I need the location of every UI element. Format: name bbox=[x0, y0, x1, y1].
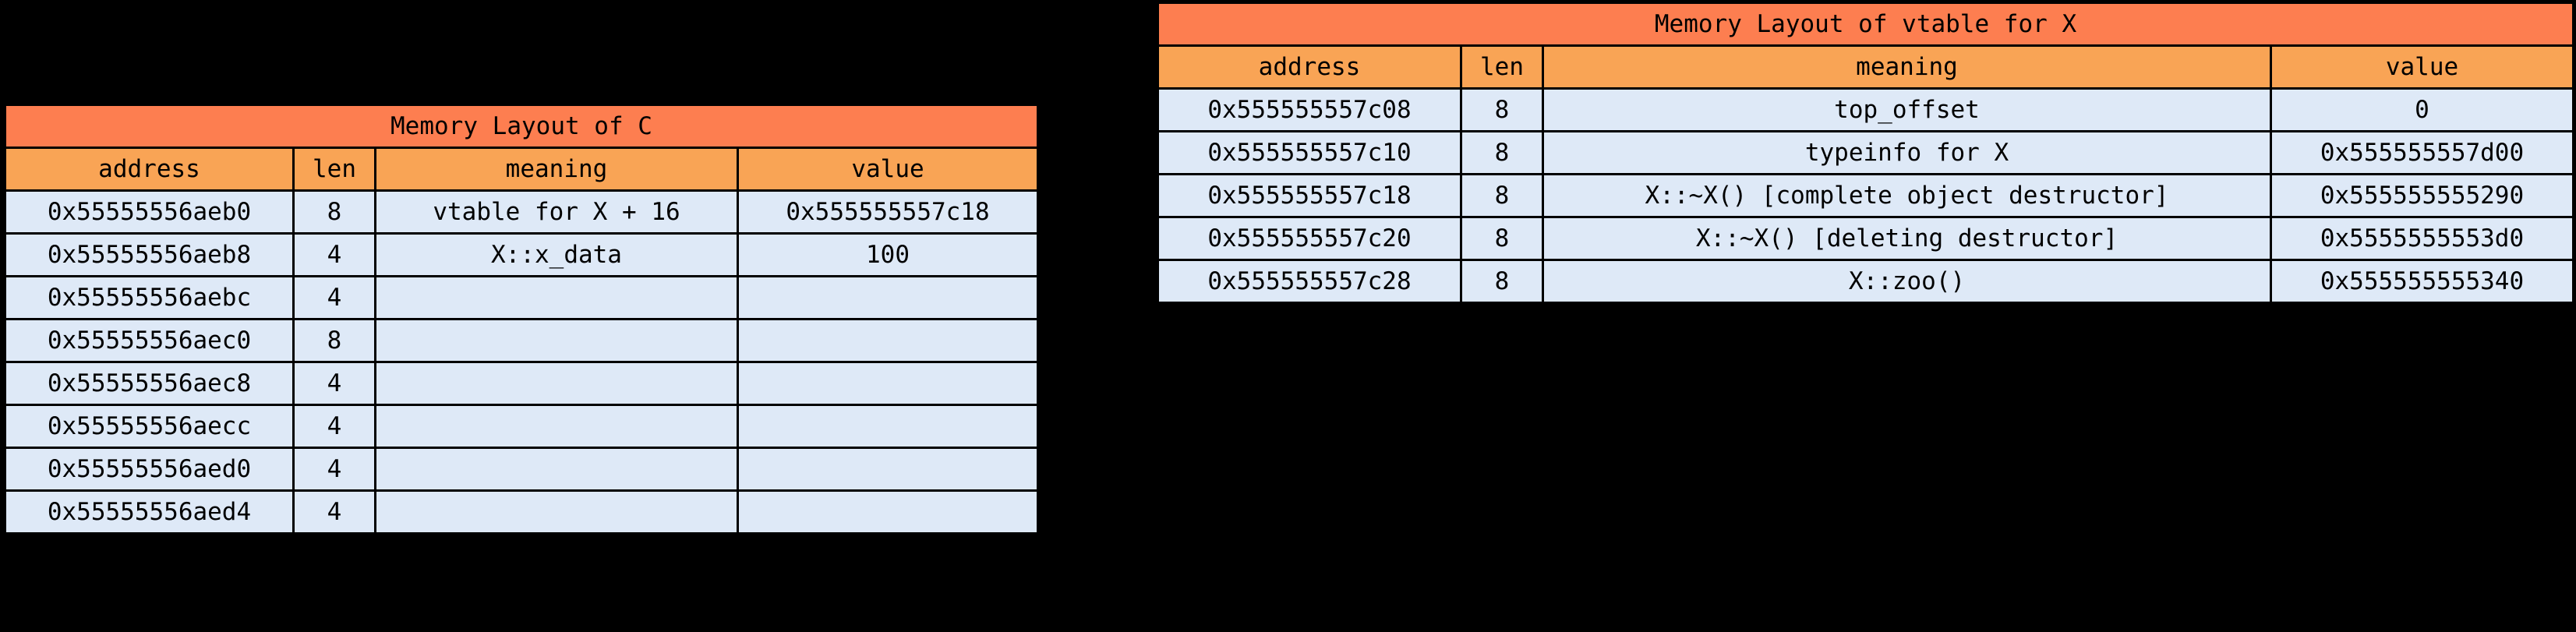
cell-len: 8 bbox=[1460, 87, 1544, 132]
cell-address: 0x555555557c20 bbox=[1157, 216, 1462, 261]
column-header-address: address bbox=[1157, 44, 1462, 90]
column-header-value: value bbox=[2270, 44, 2574, 90]
table-header-row: address len meaning value bbox=[1157, 44, 2574, 90]
cell-meaning bbox=[374, 489, 739, 535]
cell-len: 4 bbox=[292, 361, 376, 406]
table-row: 0x555555557c28 8 X::zoo() 0x555555555340 bbox=[1157, 259, 2574, 304]
table-header-row: address len meaning value bbox=[4, 147, 1039, 192]
table-row: 0x55555556aec0 8 bbox=[4, 318, 1039, 363]
cell-address: 0x55555556aeb0 bbox=[4, 189, 295, 235]
cell-meaning bbox=[374, 404, 739, 449]
cell-value: 0x555555555340 bbox=[2270, 259, 2574, 304]
memory-layout-of-c-table: Memory Layout of C address len meaning v… bbox=[4, 104, 1039, 535]
cell-value bbox=[737, 489, 1039, 535]
table-title: Memory Layout of C bbox=[4, 104, 1039, 149]
cell-meaning: top_offset bbox=[1542, 87, 2272, 132]
cell-meaning: X::~X() [deleting destructor] bbox=[1542, 216, 2272, 261]
cell-meaning: X::zoo() bbox=[1542, 259, 2272, 304]
table-title-row: Memory Layout of vtable for X bbox=[1157, 2, 2574, 47]
cell-address: 0x555555557c08 bbox=[1157, 87, 1462, 132]
table-row: 0x55555556aec8 4 bbox=[4, 361, 1039, 406]
cell-len: 8 bbox=[1460, 130, 1544, 175]
column-header-len: len bbox=[292, 147, 376, 192]
cell-address: 0x55555556aec8 bbox=[4, 361, 295, 406]
cell-len: 8 bbox=[1460, 216, 1544, 261]
table-row: 0x55555556aeb0 8 vtable for X + 16 0x555… bbox=[4, 189, 1039, 235]
cell-value bbox=[737, 318, 1039, 363]
cell-meaning bbox=[374, 318, 739, 363]
cell-meaning bbox=[374, 275, 739, 320]
cell-value: 0 bbox=[2270, 87, 2574, 132]
cell-value: 0x555555557d00 bbox=[2270, 130, 2574, 175]
table-row: 0x55555556aed0 4 bbox=[4, 447, 1039, 492]
table-row: 0x555555557c20 8 X::~X() [deleting destr… bbox=[1157, 216, 2574, 261]
column-header-len: len bbox=[1460, 44, 1544, 90]
table-title-row: Memory Layout of C bbox=[4, 104, 1039, 149]
cell-address: 0x55555556aec0 bbox=[4, 318, 295, 363]
cell-len: 4 bbox=[292, 275, 376, 320]
cell-meaning bbox=[374, 447, 739, 492]
cell-len: 8 bbox=[1460, 173, 1544, 218]
cell-meaning: X::~X() [complete object destructor] bbox=[1542, 173, 2272, 218]
cell-value bbox=[737, 275, 1039, 320]
cell-address: 0x55555556aebc bbox=[4, 275, 295, 320]
cell-value: 0x5555555553d0 bbox=[2270, 216, 2574, 261]
cell-len: 4 bbox=[292, 447, 376, 492]
cell-meaning: X::x_data bbox=[374, 232, 739, 277]
cell-value bbox=[737, 361, 1039, 406]
memory-layout-of-vtable-for-x-table: Memory Layout of vtable for X address le… bbox=[1157, 2, 2574, 304]
cell-address: 0x55555556aed4 bbox=[4, 489, 295, 535]
table-row: 0x555555557c18 8 X::~X() [complete objec… bbox=[1157, 173, 2574, 218]
cell-len: 4 bbox=[292, 404, 376, 449]
table-row: 0x55555556aebc 4 bbox=[4, 275, 1039, 320]
cell-meaning: typeinfo for X bbox=[1542, 130, 2272, 175]
cell-address: 0x555555557c10 bbox=[1157, 130, 1462, 175]
cell-value: 0x555555555290 bbox=[2270, 173, 2574, 218]
column-header-meaning: meaning bbox=[374, 147, 739, 192]
column-header-value: value bbox=[737, 147, 1039, 192]
cell-value bbox=[737, 404, 1039, 449]
cell-value: 0x555555557c18 bbox=[737, 189, 1039, 235]
cell-address: 0x55555556aed0 bbox=[4, 447, 295, 492]
table-row: 0x555555557c08 8 top_offset 0 bbox=[1157, 87, 2574, 132]
cell-address: 0x555555557c28 bbox=[1157, 259, 1462, 304]
cell-len: 4 bbox=[292, 489, 376, 535]
cell-value bbox=[737, 447, 1039, 492]
cell-len: 8 bbox=[292, 318, 376, 363]
column-header-address: address bbox=[4, 147, 295, 192]
table-row: 0x55555556aed4 4 bbox=[4, 489, 1039, 535]
table-row: 0x555555557c10 8 typeinfo for X 0x555555… bbox=[1157, 130, 2574, 175]
cell-address: 0x555555557c18 bbox=[1157, 173, 1462, 218]
cell-len: 4 bbox=[292, 232, 376, 277]
cell-len: 8 bbox=[292, 189, 376, 235]
cell-len: 8 bbox=[1460, 259, 1544, 304]
cell-meaning: vtable for X + 16 bbox=[374, 189, 739, 235]
table-title: Memory Layout of vtable for X bbox=[1157, 2, 2574, 47]
table-row: 0x55555556aeb8 4 X::x_data 100 bbox=[4, 232, 1039, 277]
cell-address: 0x55555556aeb8 bbox=[4, 232, 295, 277]
table-row: 0x55555556aecc 4 bbox=[4, 404, 1039, 449]
cell-address: 0x55555556aecc bbox=[4, 404, 295, 449]
column-header-meaning: meaning bbox=[1542, 44, 2272, 90]
cell-value: 100 bbox=[737, 232, 1039, 277]
cell-meaning bbox=[374, 361, 739, 406]
